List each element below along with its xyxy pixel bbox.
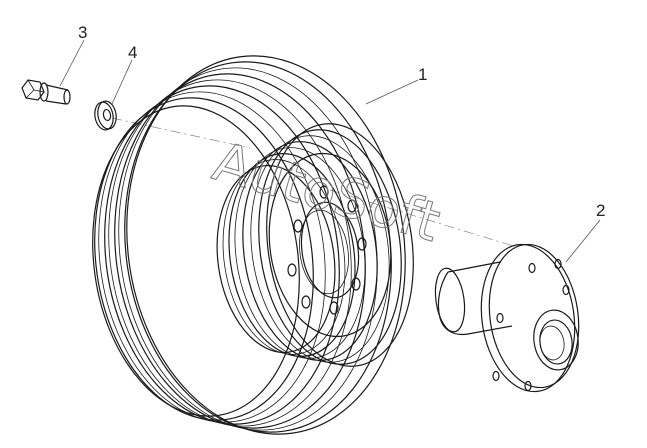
callout-4: 4 — [128, 43, 137, 62]
leader-3 — [59, 39, 85, 87]
callout-2: 2 — [596, 201, 605, 220]
leader-4 — [111, 59, 133, 105]
pulley — [92, 55, 414, 435]
bolt — [21, 79, 71, 105]
hub-bolt-holes — [492, 258, 570, 392]
leader-1 — [365, 79, 419, 105]
callout-3: 3 — [78, 23, 87, 42]
callout-1: 1 — [418, 65, 427, 84]
pulley-bolt-holes — [287, 185, 367, 315]
washer — [94, 100, 117, 131]
leader-2 — [565, 219, 601, 263]
hub — [434, 243, 580, 393]
